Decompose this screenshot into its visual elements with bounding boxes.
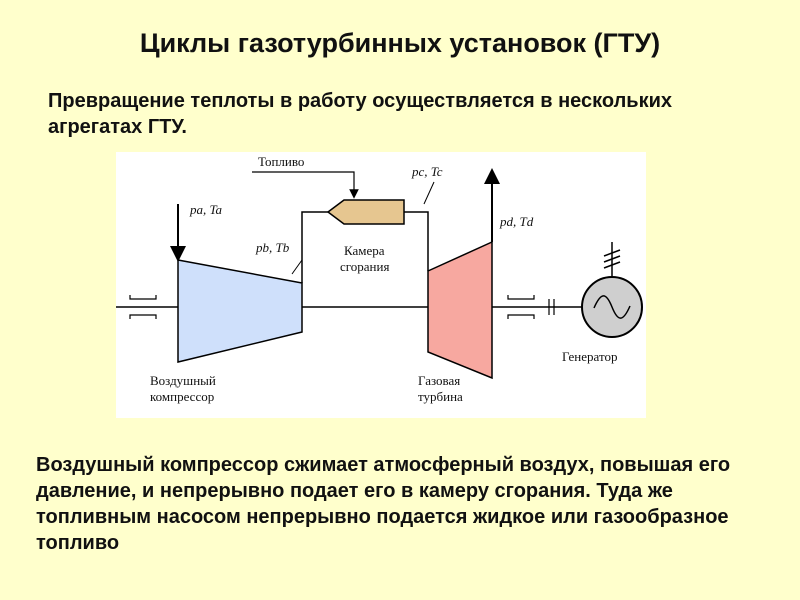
- generator-sine: [593, 295, 631, 319]
- chamber-label-1: Камера: [344, 243, 385, 258]
- compressor-label-2: компрессор: [150, 389, 215, 404]
- description-text: Воздушный компрессор сжимает атмосферный…: [36, 454, 731, 554]
- fuel-label: Топливо: [258, 154, 305, 169]
- compressor-label-1: Воздушный: [150, 373, 216, 388]
- shaft-coupling: [548, 299, 555, 315]
- left-bearing: [129, 295, 157, 319]
- right-bearing: [507, 295, 535, 319]
- state-b-label: pb, Tb: [256, 240, 290, 255]
- state-d-label: pd, Td: [500, 214, 534, 229]
- pb-leader: [291, 259, 303, 275]
- compressor-body: [177, 259, 303, 363]
- turbine-label-2: турбина: [418, 389, 463, 404]
- schematic-drawing: [116, 168, 643, 380]
- gtu-schematic: Топливо Камера сгорания pa, Ta pb, Tb pc…: [116, 152, 646, 418]
- turbine-body: [427, 240, 493, 380]
- slide-title: Циклы газотурбинных установок (ГТУ): [139, 28, 661, 58]
- pc-leader: [423, 181, 435, 205]
- intro-text: Превращение теплоты в работу осуществляе…: [48, 90, 673, 138]
- compressed-air-pipe: [301, 211, 328, 283]
- generator-terminals: [603, 242, 621, 277]
- turbine-label-1: Газовая: [418, 373, 461, 388]
- state-a-label: pa, Ta: [190, 202, 223, 217]
- fuel-line: [252, 171, 359, 199]
- hot-gas-pipe: [404, 211, 429, 271]
- generator-label: Генератор: [562, 349, 618, 364]
- state-c-label: pc, Tc: [412, 164, 443, 179]
- combustion-chamber: [326, 199, 405, 225]
- chamber-label-2: сгорания: [340, 259, 390, 274]
